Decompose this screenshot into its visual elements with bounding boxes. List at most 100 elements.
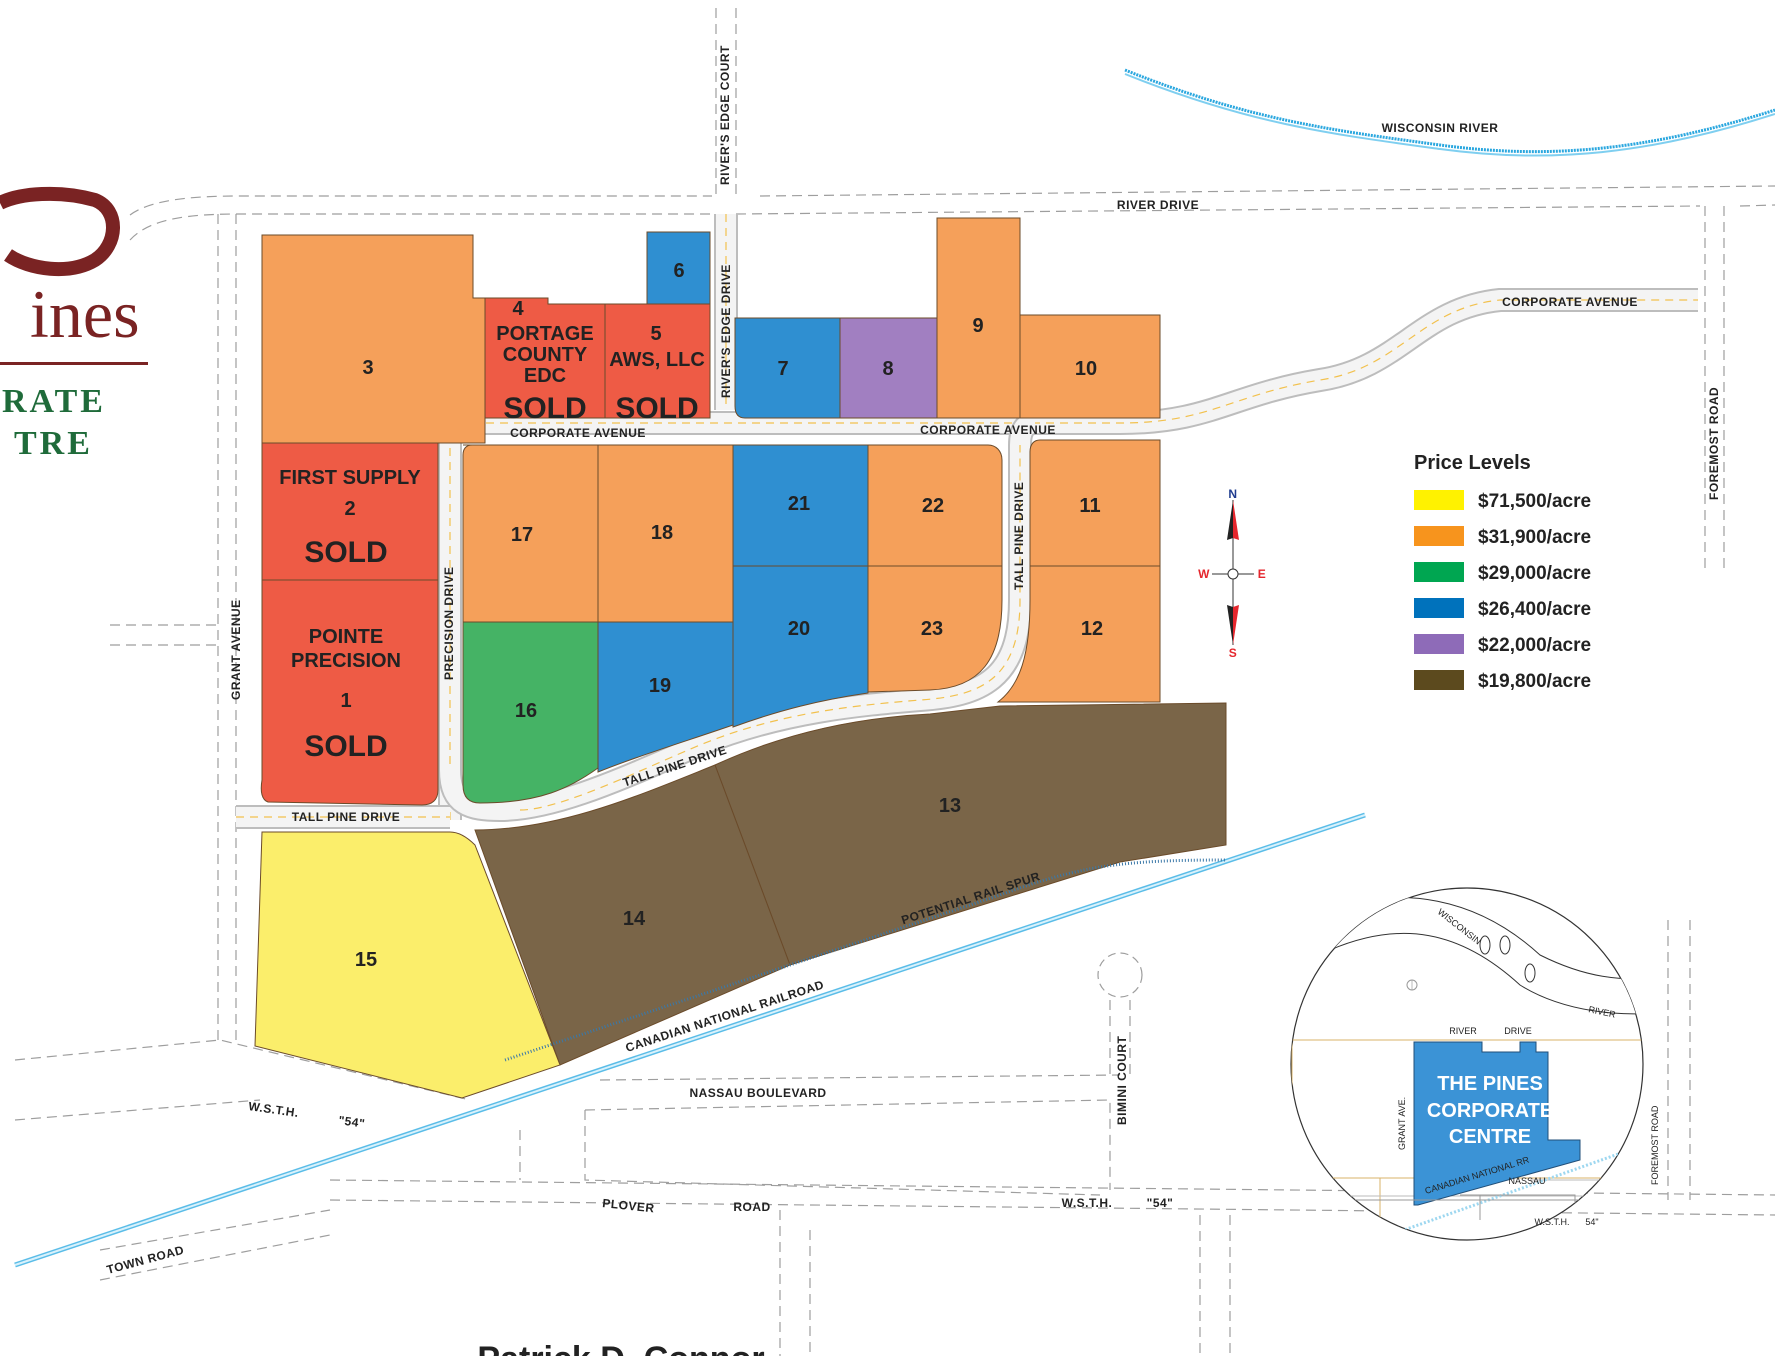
town-road-label: TOWN ROAD [105,1243,186,1277]
lots [254,217,1227,1099]
lot-18-number: 18 [651,522,673,544]
lot-12-number: 12 [1081,618,1103,640]
logo: ines RATE TRE [0,186,148,462]
river-drive-label: RIVER DRIVE [1117,198,1199,212]
legend-swatch-5 [1414,670,1464,690]
lot-5-owner: AWS, LLC [609,349,705,371]
nassau-boulevard-label: NASSAU BOULEVARD [689,1086,826,1100]
lot-10-number: 10 [1075,358,1097,380]
grant-avenue-label: GRANT AVENUE [229,599,243,700]
lot-4-owner-line-1: PORTAGE [496,323,593,345]
logo-divider [0,362,148,365]
inset-grant-ave: GRANT AVE. [1397,1097,1407,1150]
lot-2-status: SOLD [304,536,387,569]
lot-21-number: 21 [788,493,810,515]
lot-20-number: 20 [788,618,810,640]
lot-2-owner: FIRST SUPPLY [279,467,421,489]
lot-labels: 3 FIRST SUPPLY 2 SOLD POINTE PRECISION 1… [279,260,1103,971]
lot-15-number: 15 [355,949,377,971]
corporate-avenue-label-1: CORPORATE AVENUE [510,426,646,440]
railroad [14,812,1366,1268]
contact-name: Patrick D. Connor [477,1340,764,1356]
compass-s: S [1229,646,1238,660]
rivers-edge-drive-label: RIVER'S EDGE DRIVE [719,264,733,398]
lot-9-number: 9 [972,315,983,337]
lot-1-status: SOLD [304,730,387,763]
inset-wsth-number: 54" [1585,1217,1598,1227]
foremost-road-label: FOREMOST ROAD [1707,387,1721,500]
legend-swatch-0 [1414,490,1464,510]
inset-nassau: NASSAU [1508,1176,1545,1186]
lot-14-parcel [474,764,791,1066]
lot-20-parcel [732,565,869,728]
rivers-edge-court-label: RIVER'S EDGE COURT [718,45,732,185]
lot-8-number: 8 [882,358,893,380]
corporate-avenue-label-3: CORPORATE AVENUE [1502,295,1638,309]
legend-title: Price Levels [1414,452,1531,474]
lot-3-parcel [261,234,486,444]
wsth-2-number-label: "54" [1147,1196,1174,1210]
lot-4-number: 4 [512,298,524,320]
legend-label-3: $26,400/acre [1478,599,1591,620]
lot-23-parcel [867,565,1003,693]
wisconsin-river: WISCONSIN RIVER [1124,68,1775,157]
legend-swatch-3 [1414,598,1464,618]
wsth-2-label: W.S.T.H. [1062,1196,1113,1210]
lot-22-number: 22 [922,495,944,517]
lot-15-parcel [254,831,561,1099]
lot-10-parcel [1019,314,1161,419]
legend-label-1: $31,900/acre [1478,527,1591,548]
lot-3-number: 3 [362,357,373,379]
inset-title-line-2: CORPORATE [1427,1100,1553,1122]
lot-5-number: 5 [650,323,661,345]
precision-drive-label: PRECISION DRIVE [442,566,456,680]
inset-wsth: W.S.T.H. [1534,1217,1569,1227]
lot-11-number: 11 [1079,495,1100,517]
inset-foremost-road: FOREMOST ROAD [1650,1105,1660,1185]
legend-label-4: $22,000/acre [1478,635,1591,656]
compass-n: N [1228,487,1237,501]
lot-14-number: 14 [623,908,646,930]
lot-19-number: 19 [649,675,671,697]
compass-w: W [1198,567,1210,581]
tall-pine-drive-label-north: TALL PINE DRIVE [1012,482,1026,590]
compass-rose: N S E W [1198,487,1266,660]
inset-title-line-1: THE PINES [1437,1073,1543,1095]
logo-line-2: RATE [2,383,106,420]
lot-23-number: 23 [921,618,943,640]
wisconsin-river-label: WISCONSIN RIVER [1382,121,1499,135]
inset-title-line-3: CENTRE [1449,1126,1531,1148]
inset-river-drive-1: RIVER [1449,1026,1477,1036]
legend-swatch-4 [1414,634,1464,654]
lot-7-parcel [734,317,841,419]
logo-line-1: ines [30,276,140,352]
lot-4-owner-line-3: EDC [524,365,566,387]
lot-17-number: 17 [511,524,533,546]
road-label: ROAD [733,1200,770,1214]
lot-4-status: SOLD [503,392,586,425]
lot-1-number: 1 [340,690,351,712]
wsth-label: W.S.T.H. [248,1099,300,1120]
lot-7-number: 7 [777,358,788,380]
lot-22-parcel [867,444,1003,567]
wsth-number-label: "54" [338,1113,366,1131]
lot-1-owner-line-2: PRECISION [291,650,401,672]
lot-16-parcel [462,621,599,804]
lot-13-parcel [714,702,1227,966]
lot-4-owner-line-2: COUNTY [503,344,588,366]
tall-pine-drive-label-west: TALL PINE DRIVE [292,810,400,824]
corporate-avenue-label-2: CORPORATE AVENUE [920,423,1056,437]
price-legend: Price Levels $71,500/acre$31,900/acre$29… [1414,452,1591,692]
logo-line-3: TRE [14,425,93,462]
legend-swatch-1 [1414,526,1464,546]
lot-1-parcel [260,579,439,806]
bimini-court-label: BIMINI COURT [1115,1036,1129,1125]
lot-5-status: SOLD [615,392,698,425]
compass-e: E [1258,567,1267,581]
inset-river-drive-2: DRIVE [1504,1026,1532,1036]
lot-12-parcel [996,565,1161,703]
legend-label-2: $29,000/acre [1478,563,1591,584]
legend-swatch-2 [1414,562,1464,582]
inset-map: THE PINES CORPORATE CENTRE WISCONSIN RIV… [1290,887,1660,1241]
lot-6-parcel [646,231,711,305]
